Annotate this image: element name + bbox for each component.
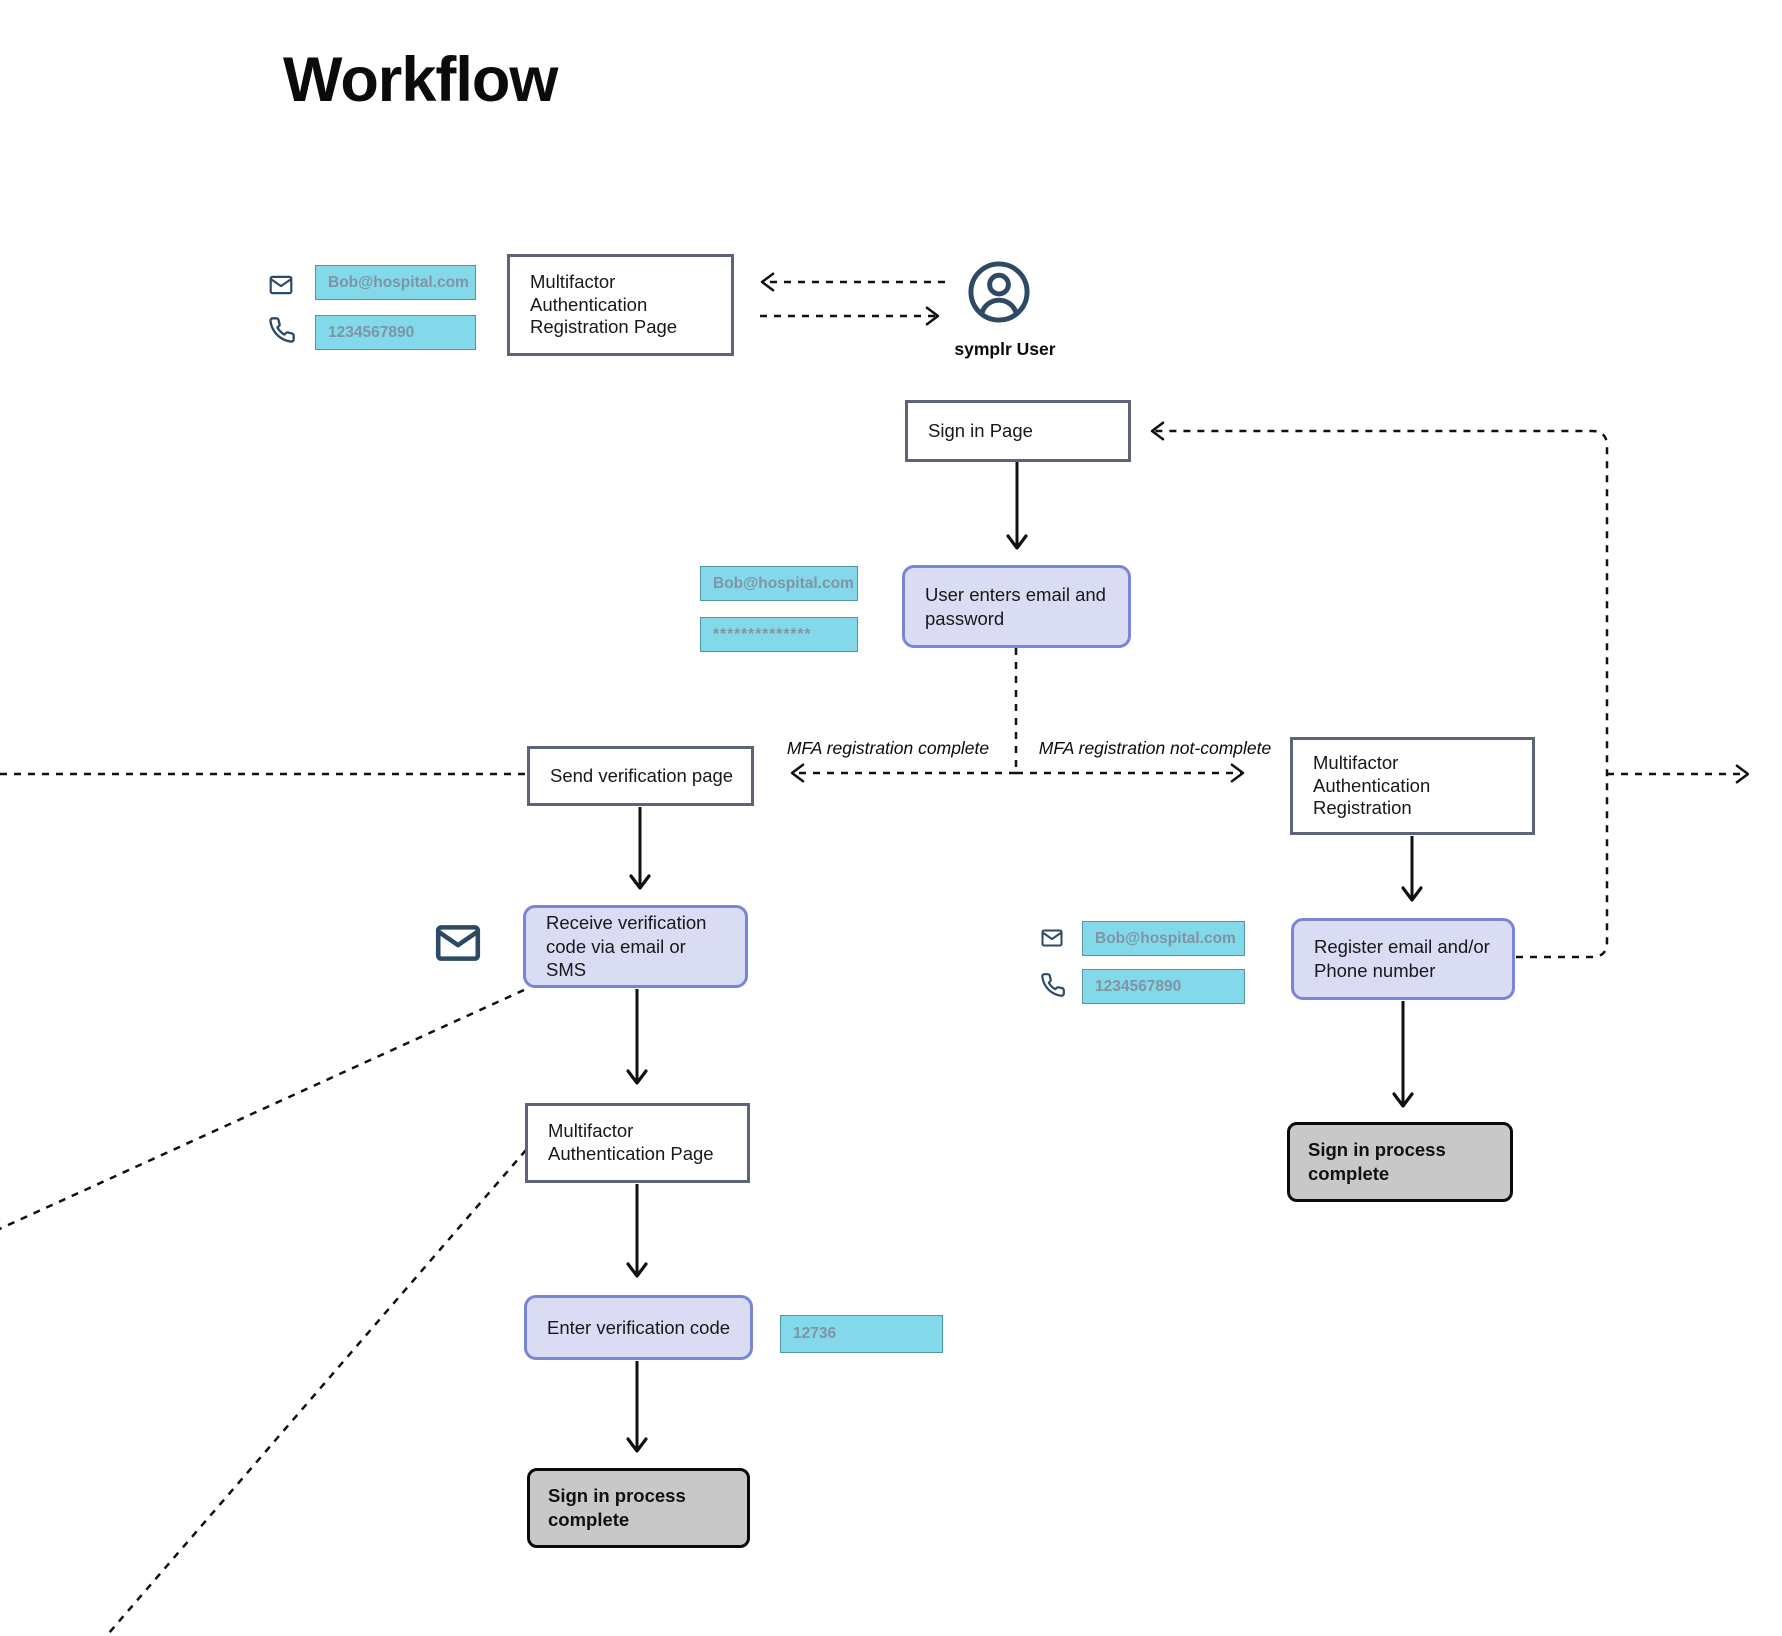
node-mfa-page: Multifactor Authentication Page	[525, 1103, 750, 1183]
edge-label-mfa-complete: MFA registration complete	[786, 738, 990, 758]
node-label: Multifactor Authentication Registration	[1313, 752, 1431, 819]
node-register-contact: Register email and/or Phone number	[1291, 918, 1515, 1000]
mail-icon	[269, 275, 293, 295]
node-label: Multifactor Authentication Page	[548, 1120, 714, 1164]
node-label: Register email and/or Phone number	[1314, 936, 1490, 981]
edge-label-mfa-not-complete: MFA registration not-complete	[1038, 738, 1272, 758]
register-phone-field: 1234567890	[1082, 969, 1245, 1004]
node-sign-in-complete-right: Sign in process complete	[1287, 1122, 1513, 1202]
node-label: Receive verification code via email or S…	[546, 911, 707, 981]
node-receive-verification-code: Receive verification code via email or S…	[523, 905, 748, 988]
node-sign-in-page: Sign in Page	[905, 400, 1131, 462]
node-label: User enters email and password	[925, 583, 1106, 629]
email-input: Bob@hospital.com	[700, 566, 858, 601]
verification-code-field: 12736	[780, 1315, 943, 1353]
node-label: Multifactor Authentication Registration …	[530, 271, 678, 338]
actor-label: symplr User	[954, 339, 1056, 359]
node-sign-in-complete-bottom: Sign in process complete	[527, 1468, 750, 1548]
node-mfa-registration: Multifactor Authentication Registration	[1290, 737, 1535, 835]
node-label: Sign in process complete	[1308, 1138, 1446, 1184]
phone-icon	[269, 317, 295, 343]
email-field: Bob@hospital.com	[315, 265, 476, 300]
page-title: Workflow	[283, 45, 558, 115]
user-circle-icon	[968, 261, 1030, 323]
mail-icon	[435, 925, 481, 961]
node-enter-verification-code: Enter verification code	[524, 1295, 753, 1360]
phone-icon	[1041, 973, 1065, 997]
phone-field: 1234567890	[315, 315, 476, 350]
node-label: Enter verification code	[547, 1316, 731, 1338]
node-user-enters-credentials: User enters email and password	[902, 565, 1131, 648]
node-send-verification-page: Send verification page	[527, 746, 754, 806]
password-input: **************	[700, 617, 858, 652]
node-label: Sign in process complete	[548, 1484, 686, 1530]
register-email-field: Bob@hospital.com	[1082, 921, 1245, 956]
node-label: Sign in Page	[928, 419, 1033, 441]
node-mfa-registration-page: Multifactor Authentication Registration …	[507, 254, 734, 356]
node-label: Send verification page	[550, 764, 734, 786]
mail-icon	[1041, 929, 1063, 947]
